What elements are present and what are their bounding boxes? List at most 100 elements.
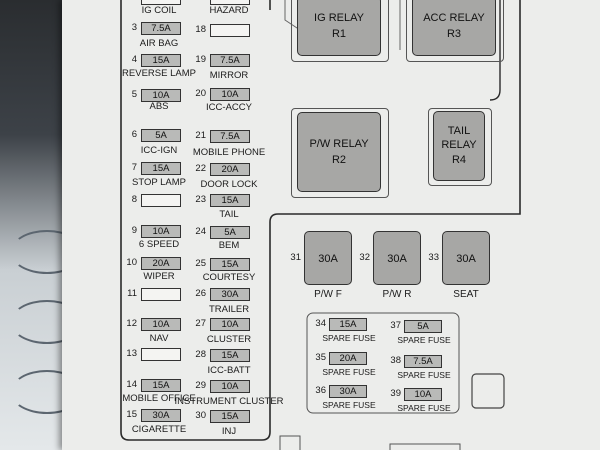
fuse-label: SPARE FUSE — [322, 333, 376, 343]
fuse-number: 15 — [126, 409, 137, 420]
fuse-label: CIGARETTE — [131, 424, 187, 435]
fuse-number: 32 — [359, 252, 370, 263]
empty-fuse-slot — [141, 348, 181, 361]
fuse-number: 12 — [126, 318, 137, 329]
fuse-label: MIRROR — [209, 70, 249, 81]
fuse-slot: 15A — [141, 379, 181, 392]
fuse-number: 11 — [127, 288, 137, 299]
fuse-number: 27 — [195, 318, 206, 329]
fuse-slot: 15A — [210, 349, 250, 362]
fuse-number: 10 — [126, 257, 137, 268]
relay-socket-frame — [428, 108, 492, 186]
fuse-slot: 15A — [141, 162, 181, 175]
fuse-label: IG COIL — [141, 5, 177, 16]
fuse-number: 3 — [131, 22, 137, 33]
fuse-number: 22 — [195, 163, 206, 174]
fuse-slot: 5A — [210, 226, 250, 239]
empty-fuse-slot — [210, 0, 250, 5]
empty-fuse-slot — [141, 194, 181, 207]
fuse-slot: 10A — [141, 318, 181, 331]
fuse-number: 29 — [195, 380, 206, 391]
fuse-label: ABS — [149, 101, 169, 112]
relay-socket-frame — [291, 108, 389, 198]
fuse-label: ICC-IGN — [140, 145, 178, 156]
relay-code: R4 — [451, 154, 467, 166]
fuse-slot: 15A — [210, 410, 250, 423]
fuse-label: WIPER — [143, 271, 175, 282]
empty-fuse-slot — [141, 288, 181, 301]
fuse-label: SPARE FUSE — [397, 335, 451, 345]
fuse-number: 26 — [195, 288, 206, 299]
fuse-slot: 10A — [141, 225, 181, 238]
fuse-number: 6 — [131, 129, 137, 140]
ig-relay: IG RELAY R1 — [297, 0, 381, 56]
tail-relay: TAIL RELAY R4 — [433, 111, 485, 181]
fuse-number: 13 — [126, 348, 137, 359]
fuse-number: 35 — [315, 352, 326, 363]
relay-socket-frame — [291, 0, 389, 62]
relay-code: R1 — [331, 28, 347, 40]
empty-fuse-slot — [210, 24, 250, 37]
fuse-number: 33 — [428, 252, 439, 263]
fuse-label: SPARE FUSE — [322, 367, 376, 377]
fuse-slot: 10A — [210, 88, 250, 101]
fuse-label: DOOR LOCK — [200, 179, 258, 190]
fuse-label: SPARE FUSE — [397, 403, 451, 413]
fuse-label: SEAT — [453, 289, 479, 300]
fuse-label: MOBILE OFFICE — [122, 393, 196, 404]
spare-fuse: 5A — [404, 320, 442, 333]
fuse-number: 20 — [195, 88, 206, 99]
pw-r-fuse: 30A — [373, 231, 421, 285]
fuse-number: 19 — [195, 54, 206, 65]
spare-fuse: 20A — [329, 352, 367, 365]
fuse-label: INSTRUMENT CLUSTER — [174, 396, 284, 407]
relay-code: R3 — [446, 28, 462, 40]
pw-f-fuse: 30A — [304, 231, 352, 285]
fuse-number: 25 — [195, 258, 206, 269]
fuse-slot: 20A — [141, 257, 181, 270]
fuse-label: CLUSTER — [206, 334, 252, 345]
fuse-label: SPARE FUSE — [322, 400, 376, 410]
empty-fuse-slot — [141, 0, 181, 5]
fuse-number: 7 — [131, 162, 137, 173]
fuse-slot: 15A — [210, 194, 250, 207]
fuse-slot: 7.5A — [210, 54, 250, 67]
relay-socket-frame — [406, 0, 504, 62]
fuse-slot: 10A — [141, 89, 181, 102]
fuse-number: 28 — [195, 349, 206, 360]
seat-fuse: 30A — [442, 231, 490, 285]
spare-fuse: 15A — [329, 318, 367, 331]
fuse-label: TRAILER — [208, 304, 250, 315]
fuse-slot: 7.5A — [210, 130, 250, 143]
fuse-label: P/W F — [314, 289, 342, 300]
fuse-slot: 10A — [210, 380, 250, 393]
fuse-label: 6 SPEED — [138, 239, 180, 250]
fuse-label: MOBILE PHONE — [192, 147, 266, 158]
spare-fuse: 10A — [404, 388, 442, 401]
fuse-number: 37 — [390, 320, 401, 331]
fuse-number: 4 — [131, 54, 137, 65]
fuse-number: 14 — [126, 379, 137, 390]
fuse-label: ICC-ACCY — [206, 102, 252, 113]
relay-title: ACC RELAY — [423, 12, 485, 24]
fuse-label: STOP LAMP — [131, 177, 187, 188]
fuse-label: BEM — [218, 240, 240, 251]
fuse-number: 8 — [131, 194, 137, 205]
fuse-number: 36 — [315, 385, 326, 396]
fuse-label: INJ — [221, 426, 237, 437]
fuse-number: 30 — [195, 410, 206, 421]
relay-title: IG RELAY — [314, 12, 364, 24]
fuse-number: 24 — [195, 226, 206, 237]
fuse-number: 21 — [195, 130, 206, 141]
fuse-label: COURTESY — [202, 272, 256, 283]
pw-relay: P/W RELAY R2 — [297, 112, 381, 192]
fuse-number: 9 — [131, 225, 137, 236]
fuse-label: REVERSE LAMP — [122, 68, 196, 79]
fuse-label: TAIL — [219, 209, 239, 220]
fuse-label: AIR BAG — [139, 38, 179, 49]
fuse-slot: 5A — [141, 129, 181, 142]
fuse-number: 5 — [131, 89, 137, 100]
relay-title: P/W RELAY — [309, 138, 369, 150]
relay-title: TAIL RELAY — [441, 125, 477, 151]
fuse-number: 31 — [290, 252, 301, 263]
